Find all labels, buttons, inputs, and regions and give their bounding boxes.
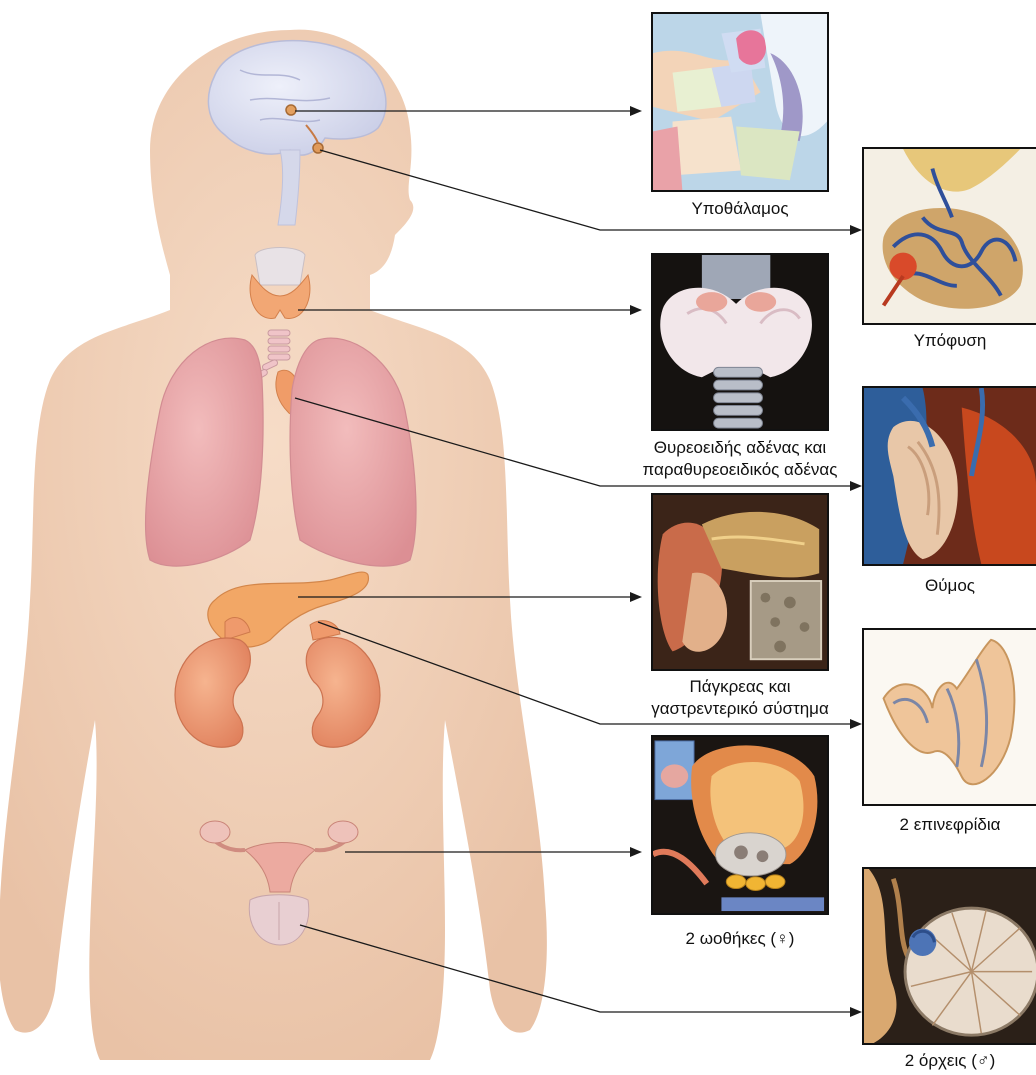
hypothalamus-label: Υποθάλαμος bbox=[651, 198, 829, 220]
pituitary-detail-image bbox=[864, 149, 1036, 323]
pancreas-label-line-1: Πάγκρεας και bbox=[611, 676, 869, 698]
thyroid-label-line-1: Θυρεοειδής αδένας και bbox=[611, 437, 869, 459]
pituitary-label: Υπόφυση bbox=[862, 330, 1036, 352]
thyroid-detail-image bbox=[653, 255, 827, 429]
hypothalamus-panel bbox=[651, 12, 829, 192]
thymus-detail-image bbox=[864, 388, 1036, 564]
thyroid-panel bbox=[651, 253, 829, 431]
pancreas-label: Πάγκρεας και γαστρεντερικό σύστημα bbox=[611, 676, 869, 720]
ovaries-label: 2 ωοθήκες (♀) bbox=[651, 928, 829, 950]
adrenals-label: 2 επινεφρίδια bbox=[862, 814, 1036, 836]
hypothalamus-detail-image bbox=[653, 14, 827, 190]
testes-detail-image bbox=[864, 869, 1036, 1043]
thymus-label: Θύμος bbox=[862, 575, 1036, 597]
testes-label: 2 όρχεις (♂) bbox=[862, 1050, 1036, 1072]
adrenals-detail-image bbox=[864, 630, 1036, 804]
pancreas-label-line-2: γαστρεντερικό σύστημα bbox=[611, 698, 869, 720]
thyroid-label-line-2: παραθυρεοειδικός αδένας bbox=[611, 459, 869, 481]
testes-panel bbox=[862, 867, 1036, 1045]
hypothalamus-marker bbox=[286, 105, 296, 115]
pituitary-marker bbox=[313, 143, 323, 153]
ovary-left bbox=[200, 821, 230, 843]
adrenals-panel bbox=[862, 628, 1036, 806]
larynx bbox=[255, 248, 305, 286]
ovaries-detail-image bbox=[653, 737, 827, 913]
pancreas-panel bbox=[651, 493, 829, 671]
thyroid-label: Θυρεοειδής αδένας και παραθυρεοειδικός α… bbox=[611, 437, 869, 481]
pituitary-panel bbox=[862, 147, 1036, 325]
ovary-right bbox=[328, 821, 358, 843]
ovaries-panel bbox=[651, 735, 829, 915]
thymus-panel bbox=[862, 386, 1036, 566]
pancreas-detail-image bbox=[653, 495, 827, 669]
